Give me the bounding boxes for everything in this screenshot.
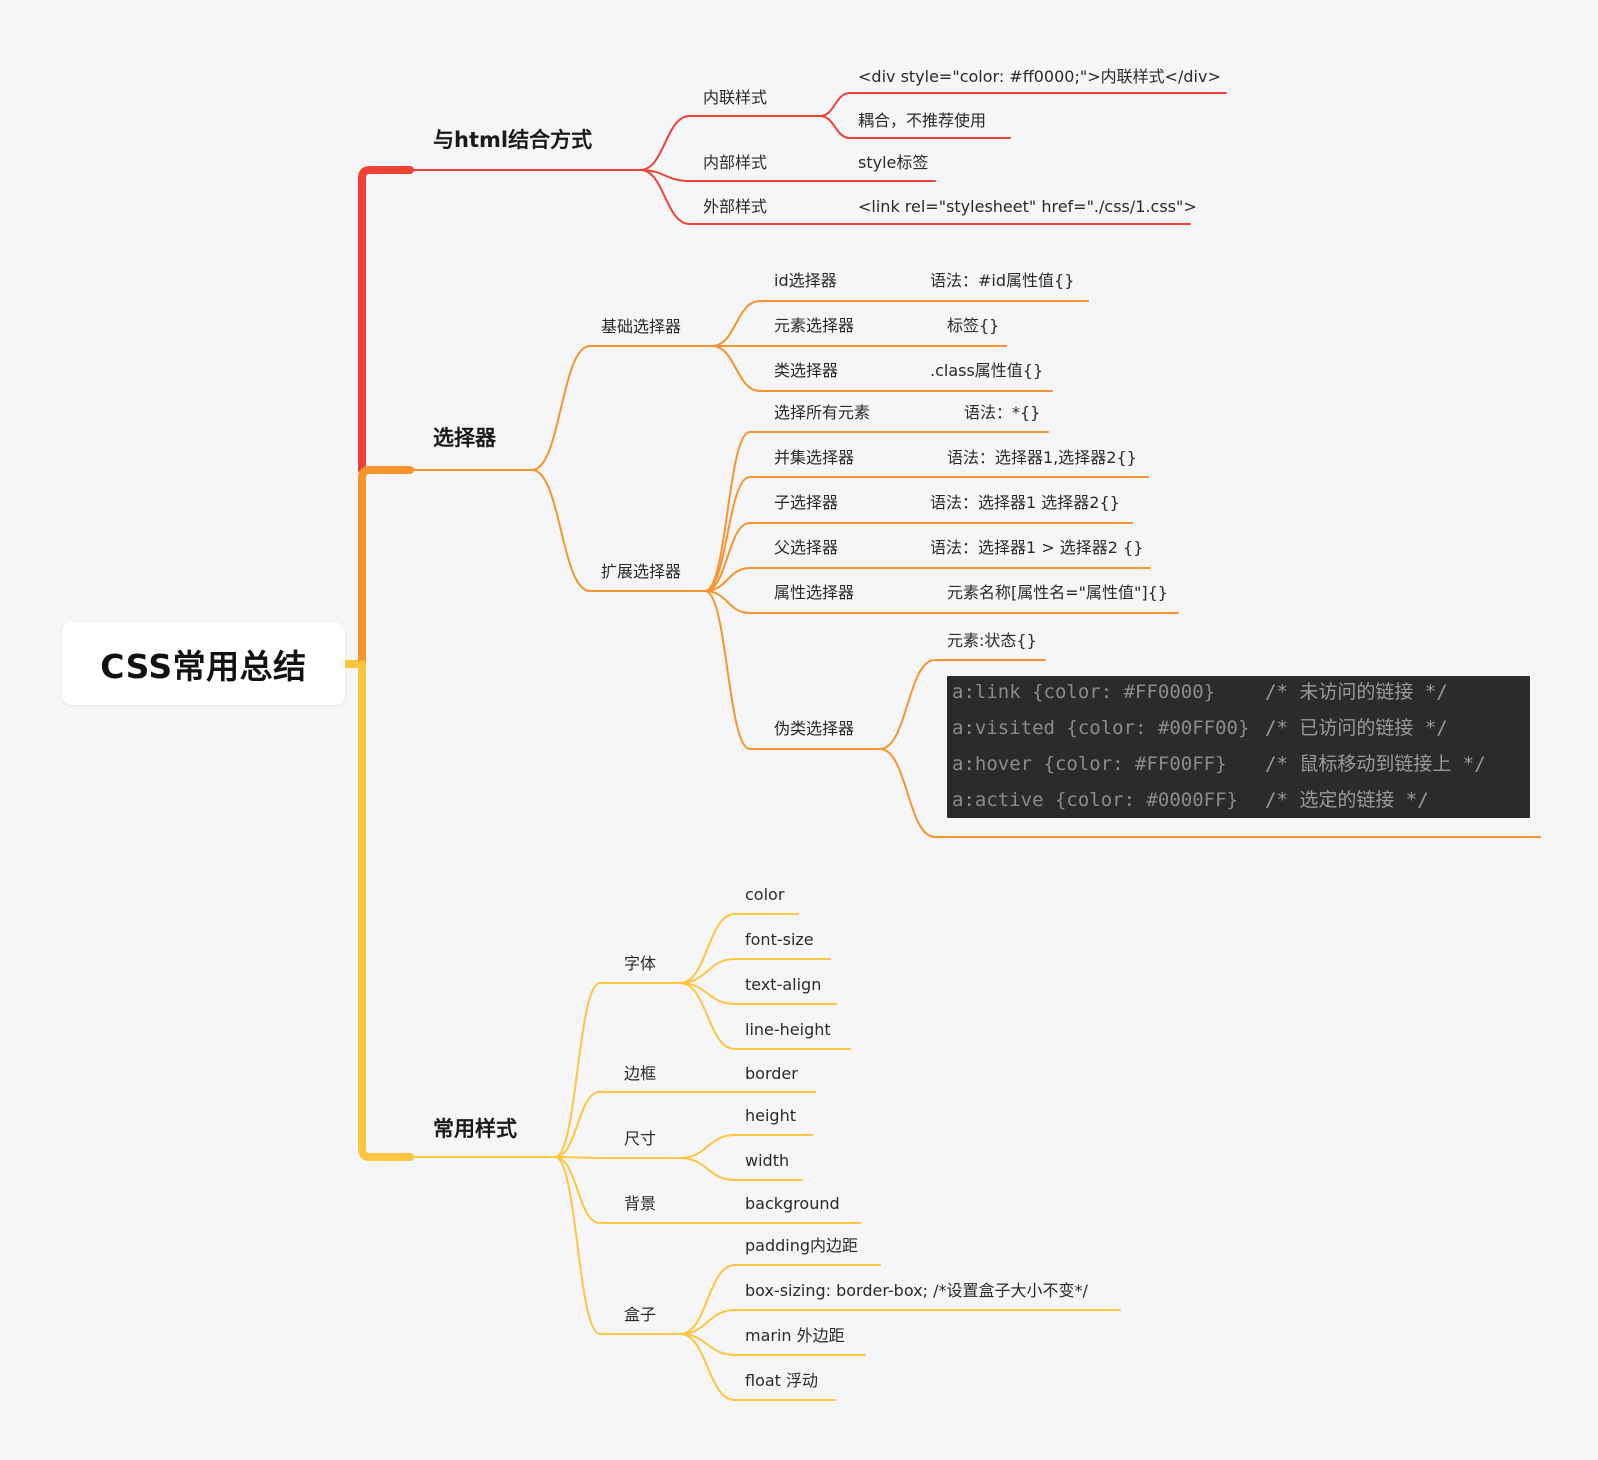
node-attribute-selector[interactable]: 属性选择器 [774, 583, 855, 602]
link-group-2-item-0 [679, 1134, 736, 1159]
trunk-orange [358, 466, 414, 668]
leaf-pseudo-syntax[interactable]: 元素:状态{} [947, 631, 1037, 650]
branch-common-styles[interactable]: 常用样式 [433, 1117, 517, 1141]
leaf-universal-syntax[interactable]: 语法：*{} [964, 403, 1041, 422]
node-basic-selectors[interactable]: 基础选择器 [601, 317, 682, 336]
node-font[interactable]: 字体 [624, 954, 657, 973]
code-comment-hover: /* 鼠标移动到链接上 */ [1265, 753, 1486, 775]
link-pseudo-code [879, 748, 936, 838]
link-group-0 [554, 982, 601, 1158]
leaf-line-height[interactable]: line-height [745, 1020, 831, 1039]
node-universal-selector[interactable]: 选择所有元素 [774, 403, 871, 422]
node-border[interactable]: 边框 [624, 1064, 657, 1083]
link-group-0-item-0 [679, 913, 736, 984]
code-comment-active: /* 选定的链接 */ [1265, 789, 1429, 811]
link-inline-example [819, 92, 851, 117]
leaf-border[interactable]: border [745, 1064, 798, 1083]
link-group-2 [554, 1156, 601, 1159]
node-element-selector[interactable]: 元素选择器 [774, 316, 855, 335]
node-external-style[interactable]: 外部样式 [703, 197, 768, 216]
leaf-padding[interactable]: padding内边距 [745, 1236, 859, 1255]
leaf-internal-note[interactable]: style标签 [858, 153, 929, 172]
code-line-link: a:link {color: #FF0000} [952, 681, 1216, 703]
branch-html-integration[interactable]: 与html结合方式 [433, 128, 593, 152]
link-extended-0 [704, 431, 751, 592]
node-inline-style[interactable]: 内联样式 [703, 88, 768, 107]
root-node[interactable]: CSS常用总结 [62, 622, 345, 705]
link-group-1 [554, 1091, 601, 1158]
link-group-4-item-3 [679, 1333, 736, 1401]
leaf-margin[interactable]: marin 外边距 [745, 1326, 845, 1345]
pseudo-code-block: a:link {color: #FF0000} /* 未访问的链接 */ a:v… [947, 676, 1530, 818]
code-comment-visited: /* 已访问的链接 */ [1265, 717, 1448, 739]
leaf-color[interactable]: color [745, 885, 785, 904]
link-pseudo [704, 590, 751, 750]
root-label: CSS常用总结 [100, 646, 307, 686]
code-line-hover: a:hover {color: #FF00FF} [952, 753, 1227, 775]
link-inline [639, 115, 691, 171]
link-group-0-item-3 [679, 982, 736, 1050]
link-basic-0 [711, 300, 761, 347]
branch-selectors[interactable]: 选择器 [433, 426, 496, 450]
leaf-external-example[interactable]: <link rel="stylesheet" href="./css/1.css… [858, 197, 1197, 216]
leaf-width[interactable]: width [745, 1151, 790, 1170]
trunk-red [358, 166, 414, 474]
link-group-3 [554, 1156, 601, 1224]
leaf-union-syntax[interactable]: 语法：选择器1,选择器2{} [947, 448, 1137, 467]
leaf-inline-note[interactable]: 耦合，不推荐使用 [858, 111, 987, 130]
link-extended-2 [704, 522, 751, 592]
node-background[interactable]: 背景 [624, 1194, 657, 1213]
link-group-4 [554, 1156, 601, 1335]
link-group-2-item-1 [679, 1157, 736, 1181]
node-internal-style[interactable]: 内部样式 [703, 153, 768, 172]
leaf-class-syntax[interactable]: .class属性值{} [930, 361, 1044, 380]
code-comment-link: /* 未访问的链接 */ [1265, 681, 1448, 703]
node-union-selector[interactable]: 并集选择器 [774, 448, 855, 467]
node-box[interactable]: 盒子 [624, 1305, 657, 1324]
leaf-inline-example[interactable]: <div style="color: #ff0000;">内联样式</div> [858, 67, 1221, 86]
link-group-4-item-0 [679, 1264, 736, 1335]
leaf-background[interactable]: background [745, 1194, 840, 1213]
link-extended [531, 469, 591, 592]
node-parent-selector[interactable]: 父选择器 [774, 538, 839, 557]
link-group-4-item-1 [679, 1309, 736, 1335]
link-inline-note [819, 115, 851, 139]
node-child-selector[interactable]: 子选择器 [774, 493, 839, 512]
leaf-float[interactable]: float 浮动 [745, 1371, 819, 1390]
code-line-visited: a:visited {color: #00FF00} [952, 717, 1250, 739]
node-pseudo-selector[interactable]: 伪类选择器 [774, 719, 855, 738]
leaf-child-syntax[interactable]: 语法：选择器1 选择器2{} [930, 493, 1120, 512]
leaf-attribute-syntax[interactable]: 元素名称[属性名="属性值"]{} [947, 583, 1168, 602]
code-line-active: a:active {color: #0000FF} [952, 789, 1238, 811]
leaf-id-syntax[interactable]: 语法：#id属性值{} [930, 271, 1075, 290]
link-external [639, 169, 691, 225]
node-id-selector[interactable]: id选择器 [774, 271, 837, 290]
node-extended-selectors[interactable]: 扩展选择器 [601, 562, 682, 581]
node-size[interactable]: 尺寸 [624, 1129, 657, 1148]
leaf-height[interactable]: height [745, 1106, 796, 1125]
leaf-font-size[interactable]: font-size [745, 930, 814, 949]
leaf-parent-syntax[interactable]: 语法：选择器1 > 选择器2 {} [930, 538, 1144, 557]
leaf-text-align[interactable]: text-align [745, 975, 822, 994]
node-class-selector[interactable]: 类选择器 [774, 361, 839, 380]
link-extended-4 [704, 590, 751, 614]
link-group-0-item-1 [679, 958, 736, 984]
link-pseudo-syntax [879, 659, 936, 750]
link-extended-3 [704, 567, 751, 592]
link-basic [531, 345, 591, 471]
leaf-element-syntax[interactable]: 标签{} [947, 316, 1000, 335]
link-extended-1 [704, 476, 751, 592]
leaf-box-sizing[interactable]: box-sizing: border-box; /*设置盒子大小不变*/ [745, 1281, 1088, 1300]
trunk-yellow [358, 660, 414, 1161]
link-basic-2 [711, 345, 761, 392]
